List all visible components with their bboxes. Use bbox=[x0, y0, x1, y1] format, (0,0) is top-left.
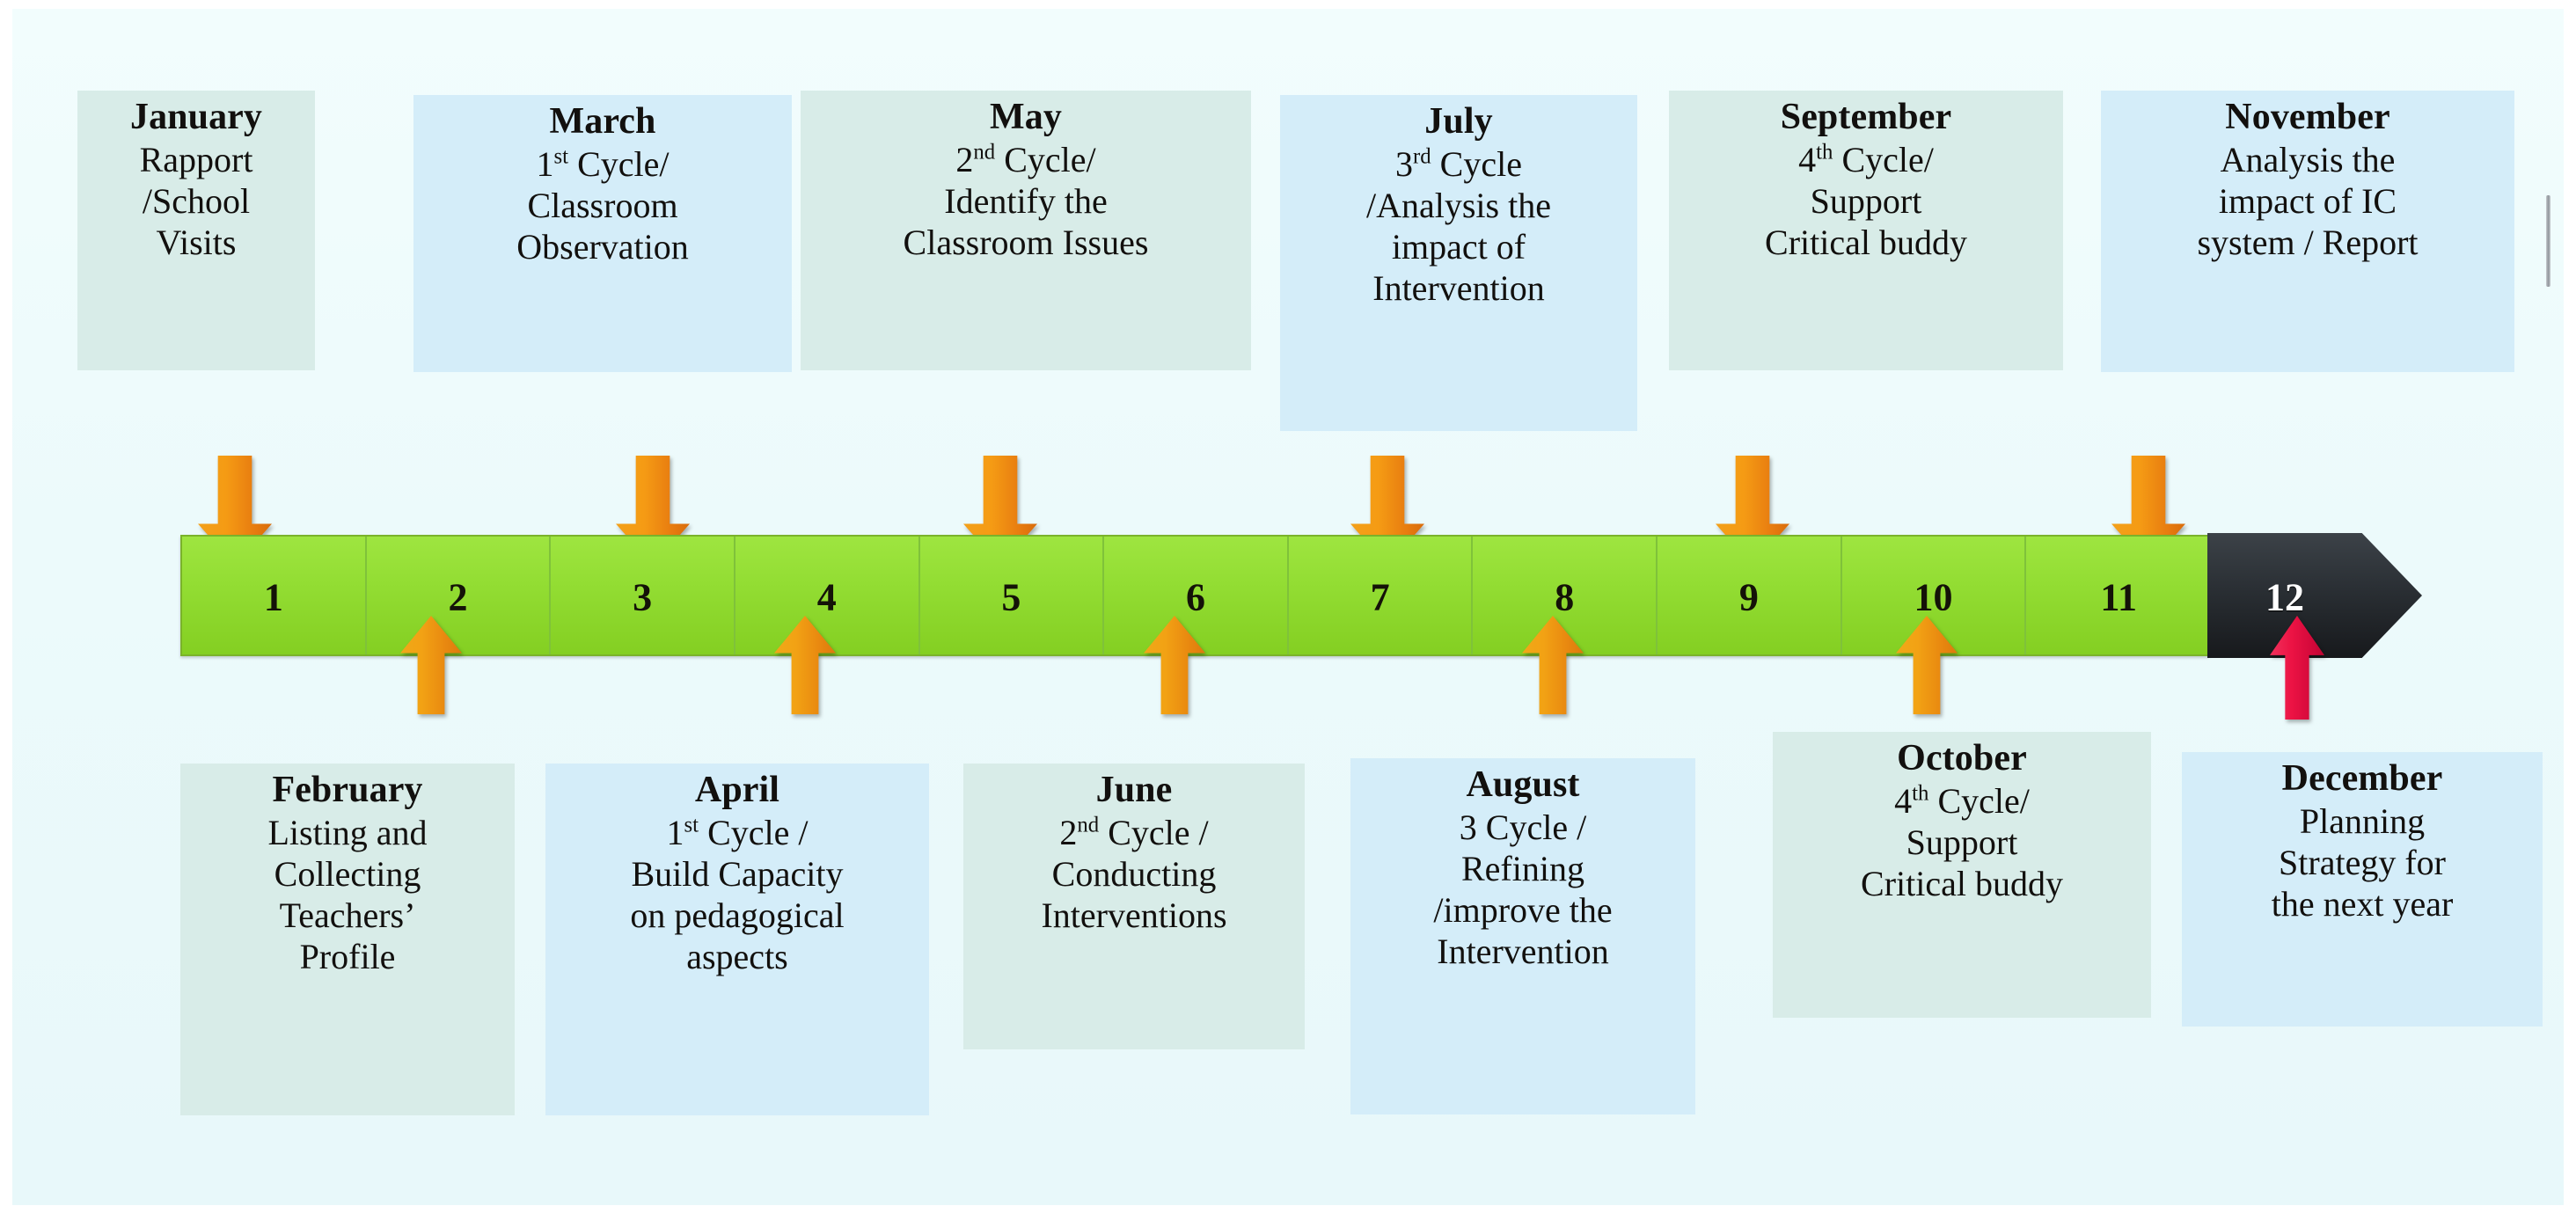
timeline-segment-4[interactable]: 4 bbox=[735, 537, 920, 654]
month-label-september: September bbox=[1780, 97, 1952, 137]
card-line: Critical buddy bbox=[1765, 222, 1967, 262]
timeline-segment-3[interactable]: 3 bbox=[551, 537, 735, 654]
segment-number-10: 10 bbox=[1914, 575, 1953, 619]
card-line: /School bbox=[142, 180, 251, 221]
card-line: Critical buddy bbox=[1861, 863, 2063, 903]
up-arrow-icon-december bbox=[2270, 616, 2324, 720]
card-line: Classroom bbox=[527, 185, 678, 225]
month-label-july: July bbox=[1424, 101, 1493, 142]
segment-number-7: 7 bbox=[1370, 575, 1390, 619]
up-arrow-icon-june bbox=[1144, 616, 1205, 714]
segment-number-5: 5 bbox=[1001, 575, 1021, 619]
segment-number-11: 11 bbox=[2100, 575, 2137, 619]
card-line: impact of IC bbox=[2218, 180, 2397, 221]
card-line: Observation bbox=[516, 226, 689, 267]
card-line: 4th Cycle/ bbox=[1798, 140, 1934, 180]
up-arrow-icon-october bbox=[1896, 616, 1958, 714]
card-line: Support bbox=[1906, 822, 2018, 862]
card-line: 3rd Cycle bbox=[1395, 144, 1522, 185]
timeline-segment-7[interactable]: 7 bbox=[1289, 537, 1474, 654]
card-line: Support bbox=[1810, 180, 1922, 221]
card-line: Collecting bbox=[274, 853, 421, 894]
month-label-october: October bbox=[1897, 738, 2027, 778]
card-line: Intervention bbox=[1437, 931, 1609, 971]
card-line: Listing and bbox=[267, 813, 428, 853]
card-line: impact of bbox=[1391, 226, 1526, 267]
card-line: the next year bbox=[2271, 883, 2454, 924]
segment-number-8: 8 bbox=[1555, 575, 1575, 619]
up-arrow-icon-april bbox=[774, 616, 836, 714]
timeline-segment-5[interactable]: 5 bbox=[920, 537, 1105, 654]
up-arrow-icon-august bbox=[1522, 616, 1584, 714]
month-label-may: May bbox=[990, 97, 1062, 137]
month-label-march: March bbox=[549, 101, 656, 142]
card-line: Visits bbox=[156, 222, 237, 262]
month-label-november: November bbox=[2225, 97, 2390, 137]
timeline-segment-1[interactable]: 1 bbox=[182, 537, 367, 654]
card-line: 4th Cycle/ bbox=[1894, 781, 2030, 822]
timeline-bar: 1 2 3 4 5 6 7 8 9 10 11 bbox=[180, 535, 2209, 656]
card-line: system / Report bbox=[2197, 222, 2419, 262]
segment-number-4: 4 bbox=[816, 575, 837, 619]
up-arrow-icon-february bbox=[400, 616, 462, 714]
month-label-february: February bbox=[272, 770, 423, 810]
segment-number-12: 12 bbox=[2265, 575, 2304, 619]
card-line: Planning bbox=[2299, 801, 2426, 842]
card-line: Analysis the bbox=[2220, 140, 2396, 180]
card-line: /improve the bbox=[1433, 889, 1613, 930]
scrollbar-edge-artifact[interactable] bbox=[2546, 195, 2550, 287]
month-label-august: August bbox=[1466, 764, 1580, 805]
segment-number-3: 3 bbox=[633, 575, 653, 619]
month-label-june: June bbox=[1095, 770, 1173, 810]
card-line: 3 Cycle / bbox=[1459, 807, 1587, 848]
card-line: Build Capacity bbox=[631, 853, 844, 894]
card-line: Refining bbox=[1461, 848, 1584, 888]
segment-number-2: 2 bbox=[448, 575, 468, 619]
timeline-segment-2[interactable]: 2 bbox=[367, 537, 552, 654]
card-line: Intervention bbox=[1372, 267, 1545, 308]
card-line: 2nd Cycle / bbox=[1059, 813, 1209, 853]
month-label-december: December bbox=[2281, 758, 2443, 799]
card-line: aspects bbox=[686, 936, 788, 976]
timeline-segment-6[interactable]: 6 bbox=[1104, 537, 1289, 654]
card-line: 1st Cycle / bbox=[666, 813, 809, 853]
month-label-april: April bbox=[694, 770, 780, 810]
card-line: Teachers’ bbox=[279, 895, 416, 935]
card-line: Classroom Issues bbox=[903, 222, 1149, 262]
card-line: Profile bbox=[299, 936, 396, 976]
timeline-segment-11[interactable]: 11 bbox=[2026, 537, 2211, 654]
month-label-january: January bbox=[129, 97, 263, 137]
card-line: 2nd Cycle/ bbox=[955, 140, 1096, 180]
card-line: Conducting bbox=[1051, 853, 1217, 894]
timeline-segment-10[interactable]: 10 bbox=[1842, 537, 2027, 654]
timeline-segment-8[interactable]: 8 bbox=[1473, 537, 1658, 654]
card-line: 1st Cycle/ bbox=[536, 144, 670, 185]
segment-number-1: 1 bbox=[263, 575, 283, 619]
timeline-segment-9[interactable]: 9 bbox=[1658, 537, 1842, 654]
card-line: Strategy for bbox=[2279, 842, 2446, 882]
card-line: Identify the bbox=[944, 180, 1108, 221]
card-line: Rapport bbox=[139, 140, 253, 180]
card-line: on pedagogical bbox=[630, 895, 845, 935]
card-line: /Analysis the bbox=[1366, 185, 1551, 225]
card-line: Interventions bbox=[1041, 895, 1227, 935]
segment-number-9: 9 bbox=[1738, 575, 1759, 619]
segment-number-6: 6 bbox=[1185, 575, 1205, 619]
